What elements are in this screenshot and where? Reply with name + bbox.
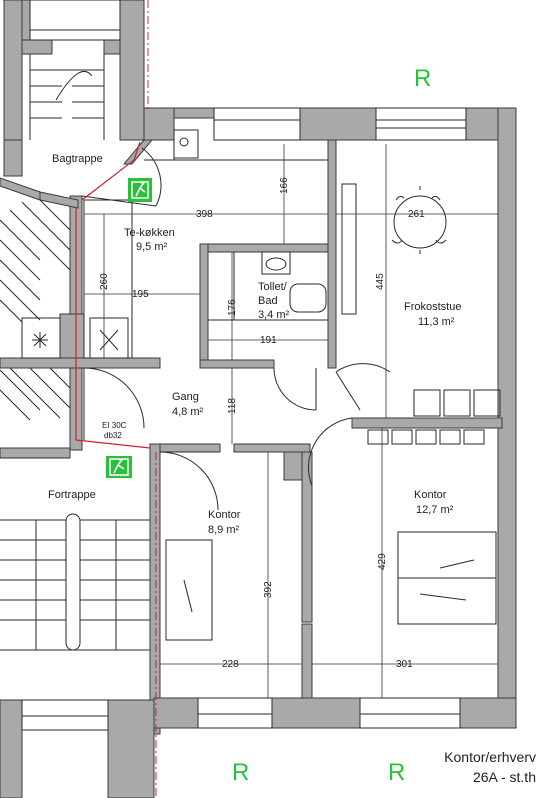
- dim-301: 301: [396, 659, 413, 670]
- dimension-lines: [84, 144, 498, 698]
- dim-445: 445: [375, 273, 386, 290]
- dim-176: 176: [227, 299, 238, 316]
- r-marker-bottom-left: R: [232, 759, 249, 786]
- dim-260: 260: [99, 273, 110, 290]
- room-frokoststue-name: Frokoststue: [404, 301, 461, 313]
- windows: [21, 0, 467, 731]
- title-line-1: Kontor/erhverv: [444, 749, 536, 765]
- r-marker-top: R: [414, 65, 431, 92]
- fire-separation-lines: [75, 0, 157, 798]
- room-toilet-area: 3,4 m²: [258, 309, 290, 321]
- room-gang-name: Gang: [172, 391, 199, 403]
- r-marker-bottom-right: R: [388, 759, 405, 786]
- dim-166: 166: [279, 177, 290, 194]
- dim-261: 261: [408, 209, 425, 220]
- dim-398: 398: [196, 209, 213, 220]
- dim-429: 429: [377, 553, 388, 570]
- fire-sound-label: db32: [104, 431, 122, 440]
- room-frokoststue-area: 11,3 m²: [418, 316, 455, 328]
- room-toilet-name2: Bad: [258, 295, 278, 307]
- room-bagtrappe: Bagtrappe: [52, 153, 103, 165]
- title-line-2: 26A - st.th: [473, 769, 536, 785]
- dim-118: 118: [227, 398, 238, 414]
- fire-class-label: EI 30C: [102, 421, 127, 430]
- room-kontor1-name: Kontor: [208, 509, 241, 521]
- room-kontor1-area: 8,9 m²: [208, 524, 240, 536]
- room-gang-area: 4,8 m²: [172, 406, 204, 418]
- room-tekokken-name: Te-køkken: [124, 227, 175, 239]
- doors: [81, 147, 391, 511]
- dim-191: 191: [260, 335, 277, 346]
- room-toilet-name1: Tollet/: [258, 281, 288, 293]
- room-kontor2-name: Kontor: [414, 489, 447, 501]
- emergency-exit-icon: [128, 178, 152, 202]
- room-kontor2-area: 12,7 m²: [416, 504, 454, 516]
- walls: [0, 0, 517, 798]
- dim-228: 228: [222, 659, 239, 670]
- room-tekokken-area: 9,5 m²: [136, 241, 168, 253]
- emergency-exit-icon: [106, 456, 132, 478]
- room-fortrappe: Fortrappe: [48, 489, 96, 501]
- dim-195: 195: [132, 289, 149, 300]
- dim-392: 392: [263, 581, 274, 598]
